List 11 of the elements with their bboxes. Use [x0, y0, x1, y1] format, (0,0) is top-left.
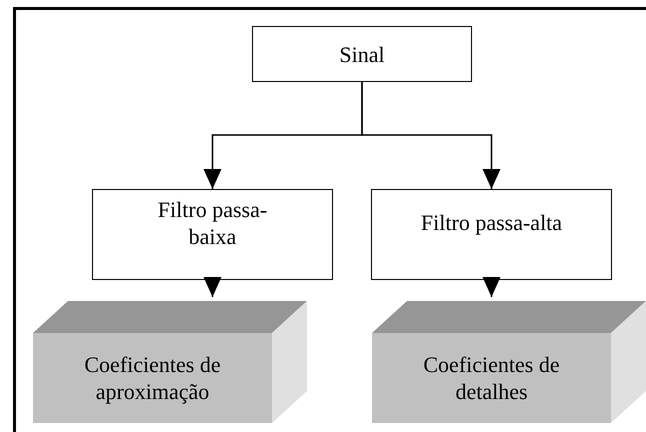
- node-label: Sinal: [338, 40, 386, 68]
- process-box: [252, 26, 472, 82]
- arrow: [482, 277, 500, 297]
- process-box: [92, 189, 333, 280]
- node-label: Coeficientes de detalhes: [422, 351, 561, 405]
- node-label: Filtro passa-baixa: [156, 196, 268, 250]
- process-box: [371, 189, 612, 280]
- arrow: [204, 277, 222, 297]
- node-label: Filtro passa-alta: [420, 209, 564, 236]
- node-label: Coeficientes de aproximação: [83, 351, 222, 405]
- arrow: [361, 82, 500, 189]
